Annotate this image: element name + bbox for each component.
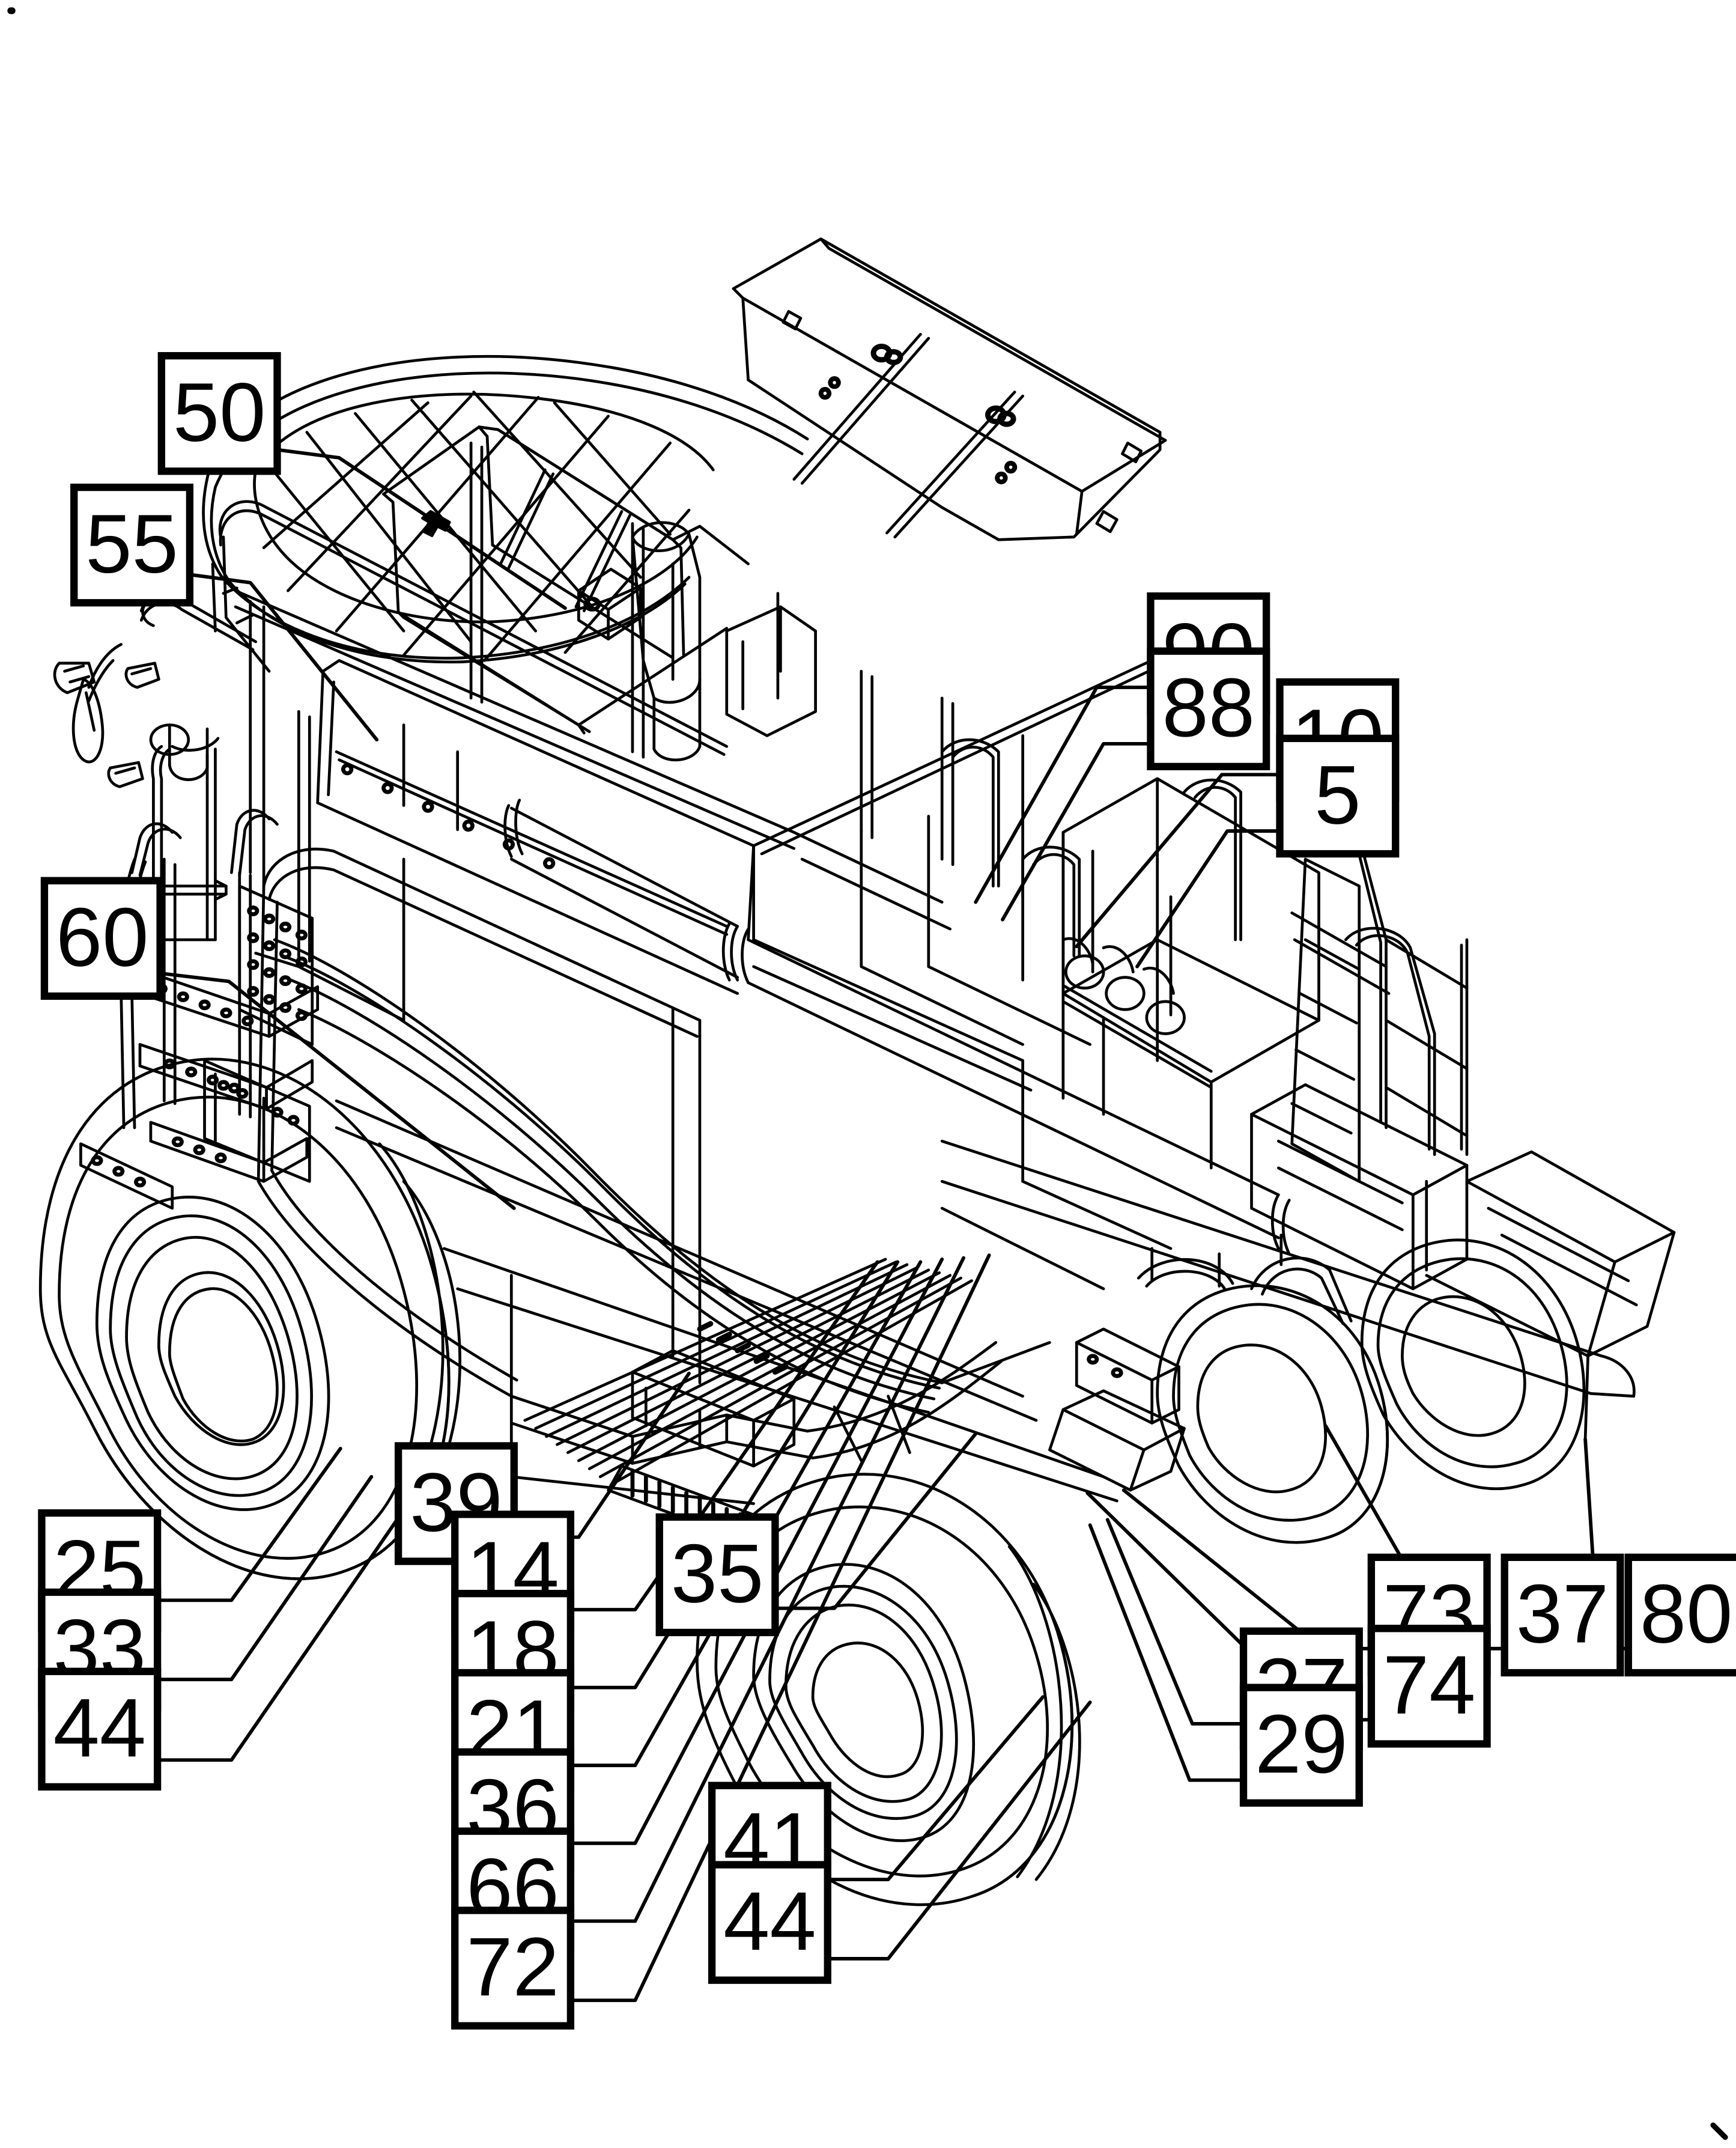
callout-label: 50 <box>173 366 266 459</box>
rear-right-ladder <box>1290 857 1361 1183</box>
callout-label: 60 <box>56 891 148 984</box>
leader-33 <box>156 1474 374 1682</box>
leader-72 <box>568 1253 991 2003</box>
grain-tank-rim <box>202 354 809 664</box>
leader-44 <box>156 1496 414 1762</box>
rear-right-wheels <box>1156 1238 1586 1544</box>
callout-29[interactable]: 29 <box>1239 1684 1363 1807</box>
leader-90 <box>974 686 1153 904</box>
unloading-spout <box>940 1139 1636 1398</box>
callout-label: 74 <box>1383 1638 1475 1732</box>
corner-tick-bottom-right <box>1710 2122 1728 2140</box>
left-side-mirror-and-handrail <box>53 569 258 942</box>
leader-18 <box>568 1260 900 1690</box>
leader-35 <box>773 1432 978 1610</box>
leader-73 <box>1121 1488 1373 1651</box>
leader-25 <box>156 1446 342 1602</box>
leader-36 <box>568 1257 944 1845</box>
separator-body-shell <box>256 847 1118 1505</box>
callout-label: 88 <box>1162 661 1255 754</box>
callout-80[interactable]: 80 <box>1624 1553 1736 1677</box>
callout-44-left[interactable]: 44 <box>38 1667 162 1791</box>
callout-60[interactable]: 60 <box>40 877 164 1000</box>
callout-55[interactable]: 55 <box>70 483 194 607</box>
leader-88 <box>1001 741 1153 922</box>
callout-label: 5 <box>1314 749 1361 842</box>
left-drive-wheel <box>38 1057 461 1580</box>
leader-50 <box>275 448 567 610</box>
leader-29 <box>1088 1523 1245 1782</box>
leader-27 <box>1105 1518 1245 1726</box>
callout-label: 55 <box>85 497 178 591</box>
callout-37[interactable]: 37 <box>1501 1553 1624 1677</box>
callout-leader-lines <box>156 448 1630 2003</box>
callout-label: 44 <box>723 1875 816 1968</box>
grain-tank-front-panels <box>382 425 750 735</box>
leader-21 <box>568 1260 923 1768</box>
callout-label: 35 <box>671 1527 763 1620</box>
unloading-auger-tube <box>503 799 1291 1256</box>
callout-label: 44 <box>53 1682 146 1775</box>
callout-35[interactable]: 35 <box>655 1513 779 1637</box>
callout-74[interactable]: 74 <box>1367 1625 1491 1748</box>
callout-44-bottom[interactable]: 44 <box>708 1861 831 1984</box>
callout-label: 29 <box>1255 1697 1347 1791</box>
leader-5 <box>1135 829 1282 969</box>
callout-label: 37 <box>1516 1568 1609 1661</box>
callout-boxes: 50 55 60 25 33 44 <box>38 351 1736 2030</box>
left-access-ladder-and-steps <box>79 809 320 1210</box>
callout-5[interactable]: 5 <box>1276 734 1400 858</box>
left-wheel-axle-bracket <box>203 1059 311 1183</box>
misc-structure-lines <box>752 656 1213 1384</box>
leader-60 <box>158 972 516 1210</box>
leader-55 <box>187 573 379 742</box>
leader-66 <box>568 1256 965 1923</box>
grain-tank-cover-assembly <box>732 237 1167 541</box>
rear-axle-and-brackets <box>1048 1234 1353 1492</box>
callout-50[interactable]: 50 <box>157 351 281 475</box>
leader-14 <box>568 1260 879 1611</box>
upper-body-shell <box>254 521 817 1022</box>
leader-44b <box>825 1700 1092 1961</box>
residue-chopper-housing <box>1250 1083 1676 1441</box>
callout-72[interactable]: 72 <box>451 1906 575 2030</box>
callout-label: 72 <box>466 1920 559 2013</box>
leader-10 <box>1075 773 1282 949</box>
leader-41 <box>825 1695 1045 1882</box>
callout-label: 80 <box>1640 1568 1732 1661</box>
callout-88[interactable]: 88 <box>1147 647 1270 770</box>
